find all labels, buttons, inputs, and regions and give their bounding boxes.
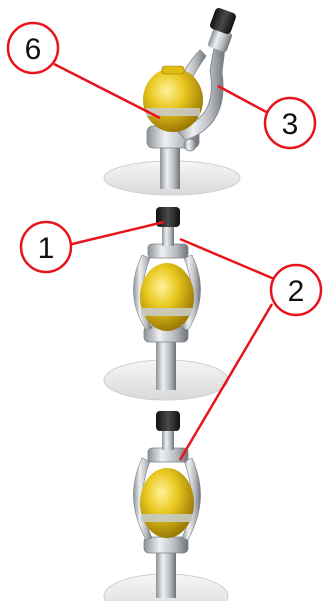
callout-3: 3: [265, 98, 315, 148]
bulb: [140, 468, 194, 538]
bulb-band: [141, 514, 193, 522]
figure-bottom: [104, 411, 228, 601]
callout-1: 1: [21, 222, 71, 272]
lower-clamp: [144, 537, 188, 553]
callout-label: 2: [288, 275, 305, 308]
post: [156, 548, 176, 598]
post: [160, 147, 180, 189]
knob: [156, 411, 180, 431]
post: [156, 338, 176, 390]
callout-label: 3: [282, 108, 299, 141]
upper-clamp: [148, 244, 188, 258]
callout-label: 6: [25, 33, 42, 66]
bulb-band: [141, 308, 193, 316]
figure-middle: [104, 207, 228, 400]
leader-3: [218, 86, 270, 114]
leader-6: [54, 64, 160, 118]
leader-1: [68, 222, 164, 245]
bulb-cap: [162, 66, 184, 74]
callout-2: 2: [271, 265, 321, 315]
bulb: [140, 263, 194, 331]
callout-6: 6: [8, 23, 58, 73]
thread-collar: [162, 428, 174, 450]
clamp-screw: [184, 139, 196, 151]
bulb: [143, 68, 203, 132]
callout-label: 1: [38, 232, 55, 265]
thread-collar: [162, 224, 174, 246]
